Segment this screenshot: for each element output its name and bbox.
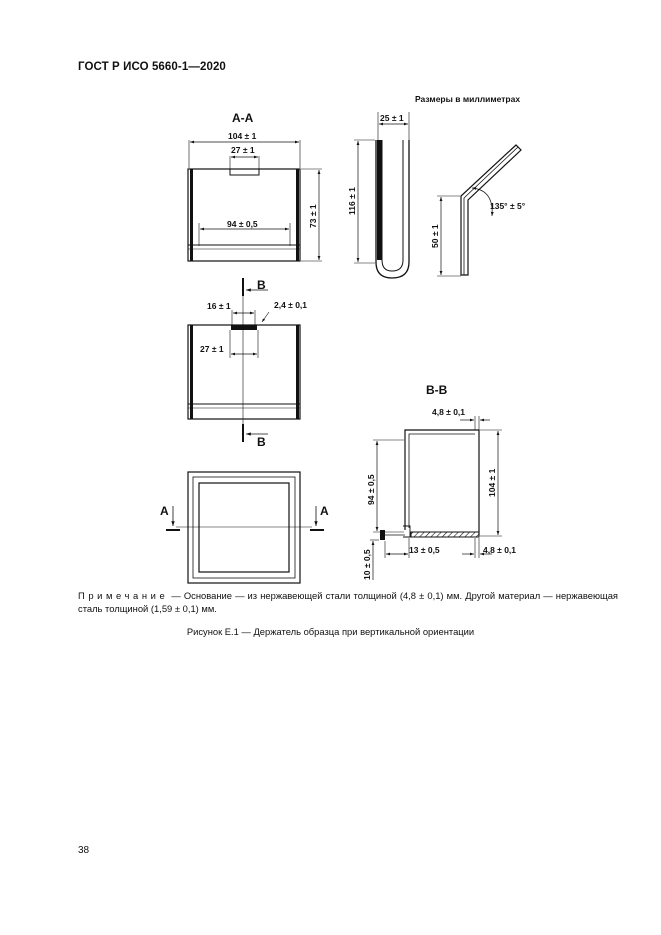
- figure-caption: Рисунок Е.1 — Держатель образца при верт…: [186, 626, 475, 637]
- front-view: В 16 ± 1 2,4 ± 0,1 27 ± 1 В: [187, 278, 307, 449]
- document-header: ГОСТ Р ИСО 5660-1—2020: [78, 61, 226, 73]
- side-view: 25 ± 1 116 ± 1: [347, 112, 410, 279]
- aa-dim-inner: 94 ± 0,5: [227, 219, 258, 229]
- section-aa-title: А-А: [232, 111, 254, 125]
- bb-dim-48-bottom: 4,8 ± 0,1: [483, 545, 516, 555]
- front-dim-27: 27 ± 1: [200, 344, 224, 354]
- section-bb-title: В-В: [426, 383, 448, 397]
- side-dim-height: 116 ± 1: [347, 187, 357, 215]
- units-note: Размеры в миллиметрах: [415, 94, 520, 104]
- bb-dim-104: 104 ± 1: [487, 468, 497, 497]
- bb-dim-13: 13 ± 0,5: [409, 545, 440, 555]
- angle-dim: 135° ± 5°: [490, 201, 526, 211]
- technical-drawing: Размеры в миллиметрах А-А 104 ± 1 27 ± 1…: [160, 94, 526, 584]
- note-text: — Основание — из нержавеющей стали толщи…: [78, 590, 618, 614]
- angled-side-view: 135° ± 5° 50 ± 1: [430, 144, 526, 277]
- aa-dim-slot: 27 ± 1: [231, 145, 255, 155]
- top-view: А А: [160, 471, 329, 584]
- section-bb-view: В-В 4,8 ± 0,1 94 ± 0,5 104 ± 1 10 ± 0,5: [362, 383, 516, 580]
- section-marker-a-left: А: [160, 504, 169, 518]
- section-aa-view: А-А 104 ± 1 27 ± 1 94 ± 0,5 73 ± 1: [187, 111, 322, 262]
- figure-note: Примечание — Основание — из нержавеющей …: [78, 590, 618, 615]
- base-dim: 50 ± 1: [430, 224, 440, 248]
- note-label: Примечание: [78, 590, 169, 601]
- bb-dim-94: 94 ± 0,5: [366, 474, 376, 505]
- aa-dim-width: 104 ± 1: [228, 131, 257, 141]
- page-number: 38: [78, 845, 90, 856]
- front-dim-16: 16 ± 1: [207, 301, 231, 311]
- side-dim-top: 25 ± 1: [380, 113, 404, 123]
- front-dim-24: 2,4 ± 0,1: [274, 300, 307, 310]
- section-marker-a-right: А: [320, 504, 329, 518]
- aa-dim-height: 73 ± 1: [308, 204, 318, 228]
- section-marker-b-bottom: В: [257, 435, 266, 449]
- bb-dim-48-top: 4,8 ± 0,1: [432, 407, 465, 417]
- section-marker-b-top: В: [257, 278, 266, 292]
- bb-dim-10: 10 ± 0,5: [362, 549, 372, 580]
